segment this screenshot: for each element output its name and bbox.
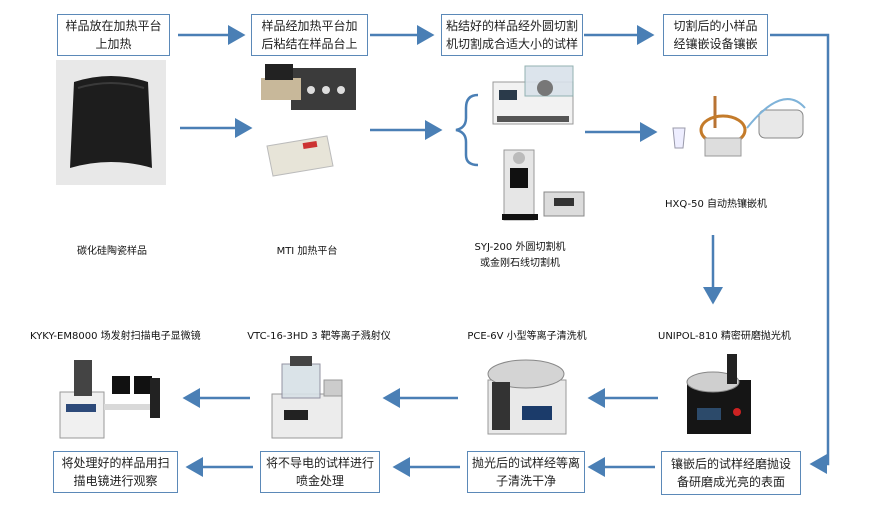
wire-saw-image [502, 149, 585, 221]
sample-label: 碳化硅陶瓷样品 [77, 246, 147, 257]
cutter-label: SYJ-200 外圆切割机 或金刚石线切割机 [462, 240, 578, 272]
sem-label: KYKY-EM8000 场发射扫描电子显微镜 [30, 331, 201, 342]
cutter-label-line2: 或金刚石线切割机 [480, 258, 560, 269]
sputter-coater-image [271, 356, 343, 439]
sputter-label: VTC-16-3HD 3 靶等离子溅射仪 [247, 331, 391, 342]
curly-brace [455, 93, 479, 167]
mounter-label: HXQ-50 自动热镶嵌机 [664, 199, 768, 210]
step2-box: 样品经加热平台加后粘结在样品台上 [251, 14, 368, 56]
step5-box: 镶嵌后的试样经磨抛设备研磨成光亮的表面 [661, 451, 801, 495]
cutter-machine-image [492, 65, 574, 125]
heater-controller-image [266, 135, 334, 177]
step8-box: 将处理好的样品用扫描电镜进行观察 [53, 451, 178, 493]
step4-box: 切割后的小样品经镶嵌设备镶嵌 [663, 14, 768, 56]
heater-label: MTI 加热平台 [276, 246, 338, 257]
step7-box: 将不导电的试样进行喷金处理 [260, 451, 380, 493]
polisher-label: UNIPOL-810 精密研磨抛光机 [658, 331, 791, 342]
polisher-image [686, 354, 751, 434]
cleaner-image [487, 359, 567, 435]
cleaner-label: PCE-6V 小型等离子清洗机 [467, 331, 587, 342]
mounter-image [672, 96, 806, 157]
sample-image [56, 60, 166, 185]
step6-box: 抛光后的试样经等离子清洗干净 [467, 451, 585, 493]
arrow-step4-step5 [770, 33, 830, 474]
sem-image [59, 360, 160, 439]
step3-box: 粘结好的样品经外圆切割机切割成合适大小的试样 [441, 14, 583, 56]
cutter-label-line1: SYJ-200 外圆切割机 [474, 242, 566, 253]
step1-box: 样品放在加热平台上加热 [57, 14, 170, 56]
heater-plate-image [261, 64, 356, 110]
